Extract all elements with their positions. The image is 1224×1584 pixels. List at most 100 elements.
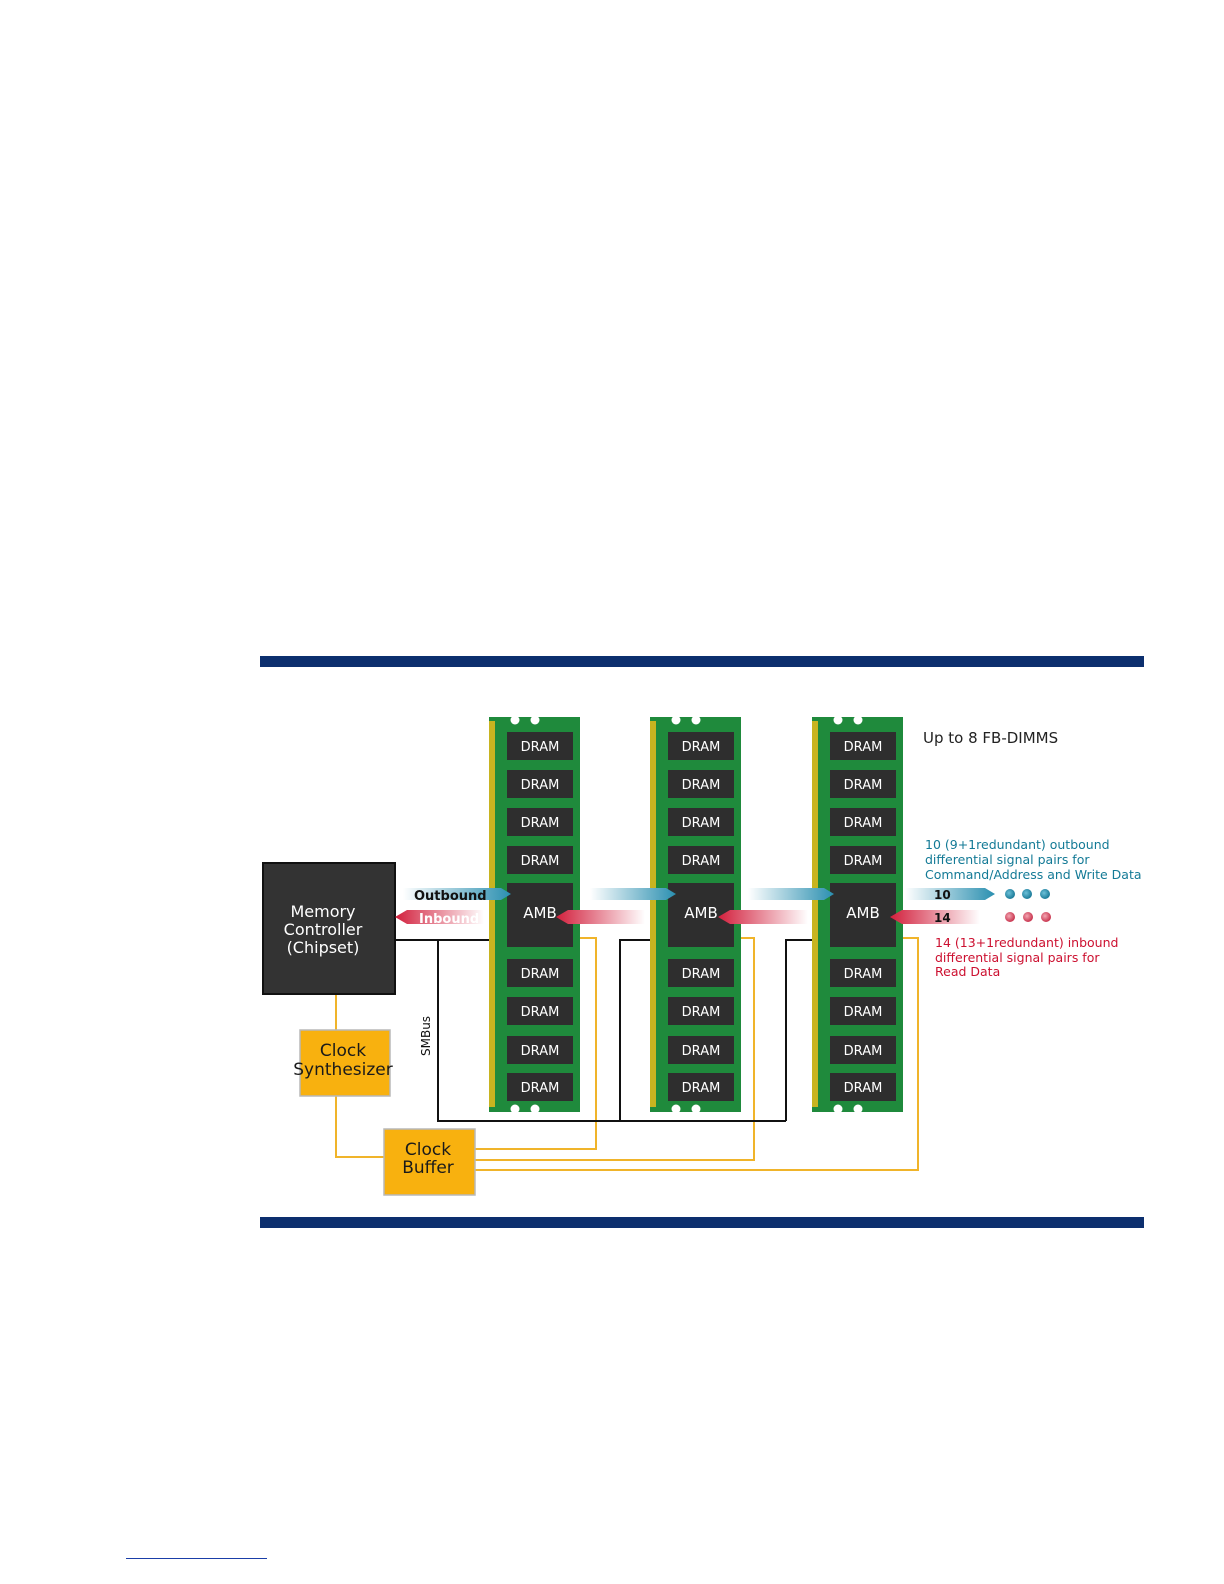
dram-chip-label: DRAM xyxy=(844,854,883,869)
dimm-notch xyxy=(530,1104,540,1114)
outbound-continuation-dot xyxy=(1005,889,1015,899)
dram-chip xyxy=(668,732,734,760)
dram-chip-label: DRAM xyxy=(521,967,560,982)
inbound-arrow-controller xyxy=(395,910,484,924)
dram-chip-label: DRAM xyxy=(844,778,883,793)
clock-wire-dimm-1 xyxy=(475,937,597,1150)
inbound-label: Inbound xyxy=(419,912,479,927)
dram-chip xyxy=(668,770,734,798)
bottom-rule xyxy=(260,1217,1144,1228)
dram-chip-label: DRAM xyxy=(844,740,883,755)
dram-chip xyxy=(830,1073,896,1101)
memory-controller-label-3: (Chipset) xyxy=(287,938,360,957)
memory-controller-label-2: Controller xyxy=(284,920,363,939)
dram-chip xyxy=(830,770,896,798)
smbus-bus-wire xyxy=(437,940,786,1122)
dram-chip xyxy=(507,959,573,987)
amb-chip-label: AMB xyxy=(523,904,557,922)
inbound-continuation-dot xyxy=(1005,912,1015,922)
dimm-notch xyxy=(853,715,863,725)
dram-chip xyxy=(830,732,896,760)
inbound-arrow-continuation xyxy=(890,910,980,924)
inbound-note-line-1: 14 (13+1redundant) inbound xyxy=(935,935,1118,950)
outbound-arrow-continuation xyxy=(905,888,995,900)
dram-chip xyxy=(507,1036,573,1064)
dimm-notch xyxy=(510,1104,520,1114)
dram-chip xyxy=(507,1073,573,1101)
memory-controller-box xyxy=(262,862,396,995)
inbound-continuation-dot xyxy=(1041,912,1051,922)
dram-chip-label: DRAM xyxy=(682,740,721,755)
dram-chip-label: DRAM xyxy=(844,816,883,831)
dimm-modules: DRAM DRAM DRAM DRAM AMB DRAM DRAM DRAM DRAM DRAM D… xyxy=(489,715,903,1114)
smbus-label: SMBus xyxy=(419,1016,433,1056)
footnote-separator xyxy=(126,1558,267,1559)
dimm-notch xyxy=(530,715,540,725)
dram-chip xyxy=(507,808,573,836)
dram-chip-label: DRAM xyxy=(682,1044,721,1059)
dram-chip-label: DRAM xyxy=(844,967,883,982)
inbound-arrow-dimm-1-2 xyxy=(556,910,645,924)
outbound-arrow-dimm-2-3 xyxy=(748,888,834,900)
clock-wiring xyxy=(335,937,919,1171)
dimm-notch xyxy=(671,1104,681,1114)
dram-chip xyxy=(668,1073,734,1101)
link-arrows xyxy=(395,888,995,924)
clock-synthesizer-label-1: Clock xyxy=(320,1041,366,1061)
dram-chip-label: DRAM xyxy=(844,1005,883,1020)
outbound-note-line-2: differential signal pairs for xyxy=(925,852,1090,867)
dram-chip xyxy=(668,959,734,987)
dram-chip-label: DRAM xyxy=(521,1044,560,1059)
dram-chip-label: DRAM xyxy=(521,854,560,869)
dimm-notch xyxy=(833,1104,843,1114)
outbound-label: Outbound xyxy=(414,889,487,904)
dram-chip-label: DRAM xyxy=(521,1005,560,1020)
memory-controller-label-1: Memory xyxy=(290,902,355,921)
clock-buffer-label-2: Buffer xyxy=(402,1158,454,1178)
dram-chip-label: DRAM xyxy=(844,1081,883,1096)
synth-to-buffer-wire xyxy=(335,1096,384,1158)
dram-chip xyxy=(507,846,573,874)
dimm-notch xyxy=(691,1104,701,1114)
dram-chip xyxy=(830,808,896,836)
clock-buffer-label-1: Clock xyxy=(405,1140,451,1160)
up-to-dimms-label: Up to 8 FB-DIMMS xyxy=(923,729,1058,747)
dram-chip xyxy=(507,732,573,760)
amb-chip-label: AMB xyxy=(846,904,880,922)
dram-chip-label: DRAM xyxy=(682,1081,721,1096)
inbound-count-label: 14 xyxy=(934,911,951,925)
dram-chip xyxy=(830,1036,896,1064)
outbound-note-line-1: 10 (9+1redundant) outbound xyxy=(925,837,1110,852)
inbound-note-line-3: Read Data xyxy=(935,964,1000,979)
inbound-arrow-dimm-2-3 xyxy=(718,910,808,924)
dimm-edge-contacts xyxy=(489,721,495,1107)
dram-chip xyxy=(668,846,734,874)
dram-chip xyxy=(668,808,734,836)
dram-chip xyxy=(830,997,896,1025)
outbound-count-label: 10 xyxy=(934,888,951,902)
dram-chip-label: DRAM xyxy=(682,1005,721,1020)
inbound-note-line-2: differential signal pairs for xyxy=(935,950,1100,965)
dimm-notch xyxy=(853,1104,863,1114)
dram-chip-label: DRAM xyxy=(682,967,721,982)
dram-chip xyxy=(830,959,896,987)
clock-buffer-box xyxy=(383,1128,476,1196)
dram-chip-label: DRAM xyxy=(844,1044,883,1059)
dram-chip-label: DRAM xyxy=(682,854,721,869)
top-rule xyxy=(260,656,1144,667)
outbound-arrow-controller xyxy=(403,888,511,900)
clock-synthesizer-box xyxy=(299,1029,391,1097)
dimm-notch xyxy=(671,715,681,725)
dram-chip-label: DRAM xyxy=(521,1081,560,1096)
dram-chip xyxy=(668,997,734,1025)
clock-synthesizer-label-2: Synthesizer xyxy=(293,1060,392,1080)
dimm-edge-contacts xyxy=(812,721,818,1107)
dram-chip xyxy=(507,770,573,798)
outbound-note-line-3: Command/Address and Write Data xyxy=(925,867,1142,882)
amb-chip-label: AMB xyxy=(684,904,718,922)
clock-wire-dimm-3 xyxy=(475,937,919,1171)
dimm-notch xyxy=(691,715,701,725)
